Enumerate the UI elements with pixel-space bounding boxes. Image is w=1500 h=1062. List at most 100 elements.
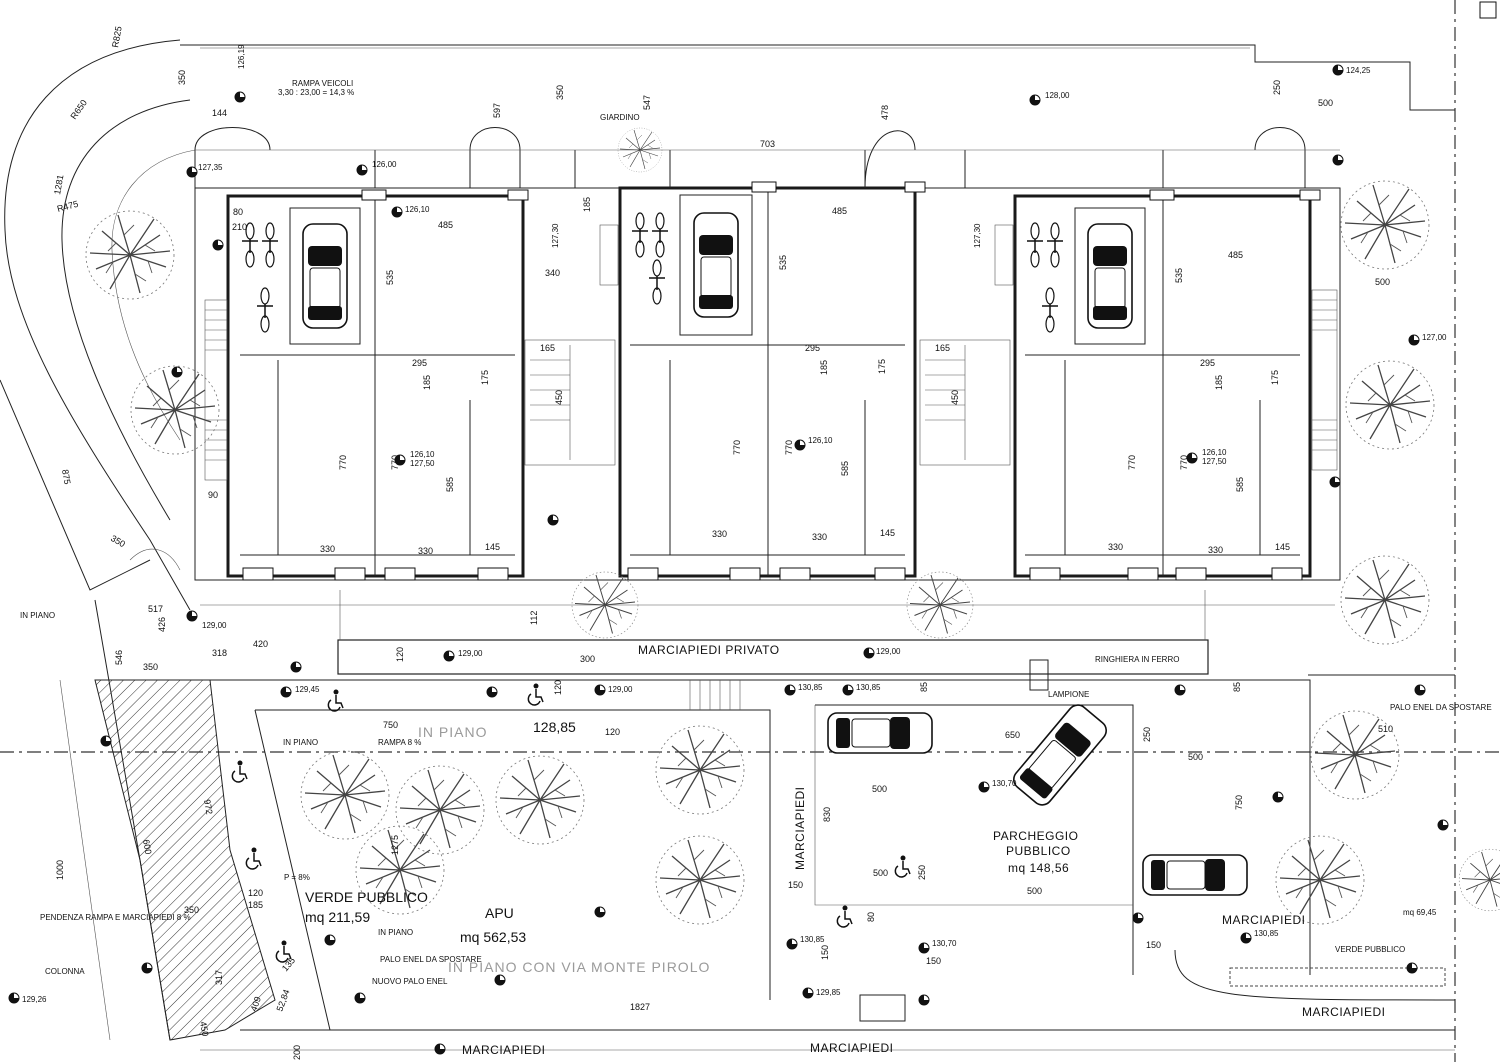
svg-text:535: 535 [778, 255, 788, 270]
svg-text:210: 210 [232, 222, 247, 232]
svg-text:124,25: 124,25 [1346, 66, 1371, 75]
label-in-piano-via: IN PIANO CON VIA MONTE PIROLO [448, 959, 710, 975]
svg-text:129,26: 129,26 [22, 995, 47, 1004]
label-in-piano-ghost: IN PIANO [418, 724, 487, 740]
label-mq-6945: mq 69,45 [1403, 908, 1437, 917]
svg-text:350: 350 [184, 905, 199, 915]
svg-text:750: 750 [1234, 795, 1244, 810]
svg-text:130,70: 130,70 [992, 779, 1017, 788]
svg-text:426: 426 [157, 617, 167, 632]
svg-text:150: 150 [788, 880, 803, 890]
svg-text:350: 350 [177, 70, 187, 85]
svg-text:126,19: 126,19 [237, 44, 246, 69]
svg-text:330: 330 [712, 529, 727, 539]
svg-text:330: 330 [320, 544, 335, 554]
svg-text:546: 546 [114, 650, 124, 665]
svg-text:340: 340 [545, 268, 560, 278]
label-elevation-main: 128,85 [533, 719, 576, 735]
svg-text:129,45: 129,45 [295, 685, 320, 694]
svg-text:185: 185 [582, 197, 592, 212]
label-marciapiedi-1: MARCIAPIEDI [1222, 913, 1306, 927]
svg-text:129,00: 129,00 [458, 649, 483, 658]
svg-text:120: 120 [605, 727, 620, 737]
label-marciapiedi-privato: MARCIAPIEDI PRIVATO [638, 643, 780, 657]
label-ringhiera: RINGHIERA IN FERRO [1095, 655, 1179, 664]
svg-text:535: 535 [385, 270, 395, 285]
svg-text:185: 185 [248, 900, 263, 910]
svg-text:250: 250 [1142, 727, 1152, 742]
parked-car-3 [1008, 700, 1112, 810]
svg-text:165: 165 [540, 343, 555, 353]
svg-text:500: 500 [1027, 886, 1042, 896]
label-in-piano-2: IN PIANO [283, 738, 318, 747]
svg-text:330: 330 [812, 532, 827, 542]
svg-text:127,50: 127,50 [410, 459, 435, 468]
elevation-values: 126,00 126,10 127,35 127,30 127,30 126,1… [22, 44, 1447, 1004]
svg-text:130,85: 130,85 [856, 683, 881, 692]
svg-text:175: 175 [480, 370, 490, 385]
svg-text:450: 450 [554, 390, 564, 405]
svg-text:585: 585 [1235, 477, 1245, 492]
svg-text:547: 547 [642, 95, 652, 110]
svg-text:350: 350 [109, 533, 127, 549]
svg-text:250: 250 [1272, 80, 1282, 95]
dimension-labels: R825 R650 R475 1281 875 350 144 597 350 … [52, 25, 1393, 1060]
svg-text:128,00: 128,00 [1045, 91, 1070, 100]
svg-text:500: 500 [1188, 752, 1203, 762]
svg-text:126,10: 126,10 [405, 205, 430, 214]
label-in-piano-3: IN PIANO [378, 928, 413, 937]
svg-text:80: 80 [866, 912, 876, 922]
svg-text:52,84: 52,84 [274, 988, 291, 1013]
svg-text:85: 85 [919, 682, 929, 692]
svg-text:585: 585 [445, 477, 455, 492]
svg-text:703: 703 [760, 139, 775, 149]
svg-text:85: 85 [1232, 682, 1242, 692]
svg-text:126,00: 126,00 [372, 160, 397, 169]
label-lampione: LAMPIONE [1048, 690, 1089, 699]
label-rampa-veicoli: RAMPA VEICOLI [292, 79, 353, 88]
svg-text:145: 145 [485, 542, 500, 552]
label-palo-enel: PALO ENEL DA SPOSTARE [1390, 703, 1492, 712]
svg-text:127,50: 127,50 [1202, 457, 1227, 466]
svg-text:875: 875 [60, 469, 72, 486]
svg-text:300: 300 [580, 654, 595, 664]
hatched-ramp [59, 599, 276, 1041]
garage-car-3 [1087, 223, 1133, 329]
svg-text:770: 770 [732, 440, 742, 455]
svg-text:478: 478 [880, 105, 890, 120]
label-pendenza: PENDENZA RAMPA E MARCIAPIEDI 8 % [40, 913, 191, 922]
svg-text:127,35: 127,35 [198, 163, 223, 172]
svg-text:130,70: 130,70 [932, 939, 957, 948]
svg-text:129,00: 129,00 [608, 685, 633, 694]
annotations: RAMPA VEICOLI 3,30 : 23,00 = 14,3 % GIAR… [20, 79, 1492, 1057]
label-in-piano-1: IN PIANO [20, 611, 55, 620]
svg-text:90: 90 [208, 490, 218, 500]
svg-text:130,85: 130,85 [1254, 929, 1279, 938]
svg-text:770: 770 [338, 455, 348, 470]
svg-text:150: 150 [1146, 940, 1161, 950]
label-apu-mq: mq 562,53 [460, 929, 526, 945]
svg-text:295: 295 [805, 343, 820, 353]
svg-text:150: 150 [820, 945, 830, 960]
svg-text:120: 120 [395, 647, 405, 662]
svg-text:120: 120 [553, 680, 563, 695]
svg-text:500: 500 [1318, 98, 1333, 108]
label-verde-pubblico-2: VERDE PUBBLICO [1335, 945, 1405, 954]
svg-text:318: 318 [212, 648, 227, 658]
svg-text:130,85: 130,85 [798, 683, 823, 692]
svg-text:127,30: 127,30 [551, 223, 560, 248]
svg-text:175: 175 [877, 359, 887, 374]
label-verde-pubblico: VERDE PUBBLICO [305, 889, 428, 905]
svg-text:175: 175 [1270, 370, 1280, 385]
svg-text:450: 450 [198, 1021, 210, 1038]
svg-text:126,10: 126,10 [1202, 448, 1227, 457]
svg-text:597: 597 [492, 103, 502, 118]
svg-text:126,10: 126,10 [410, 450, 435, 459]
label-p8: P = 8% [284, 873, 310, 882]
label-rampa-8: RAMPA 8 % [378, 738, 421, 747]
svg-text:185: 185 [819, 360, 829, 375]
label-colonna: COLONNA [45, 967, 85, 976]
svg-text:1827: 1827 [630, 1002, 650, 1012]
svg-text:535: 535 [1174, 268, 1184, 283]
